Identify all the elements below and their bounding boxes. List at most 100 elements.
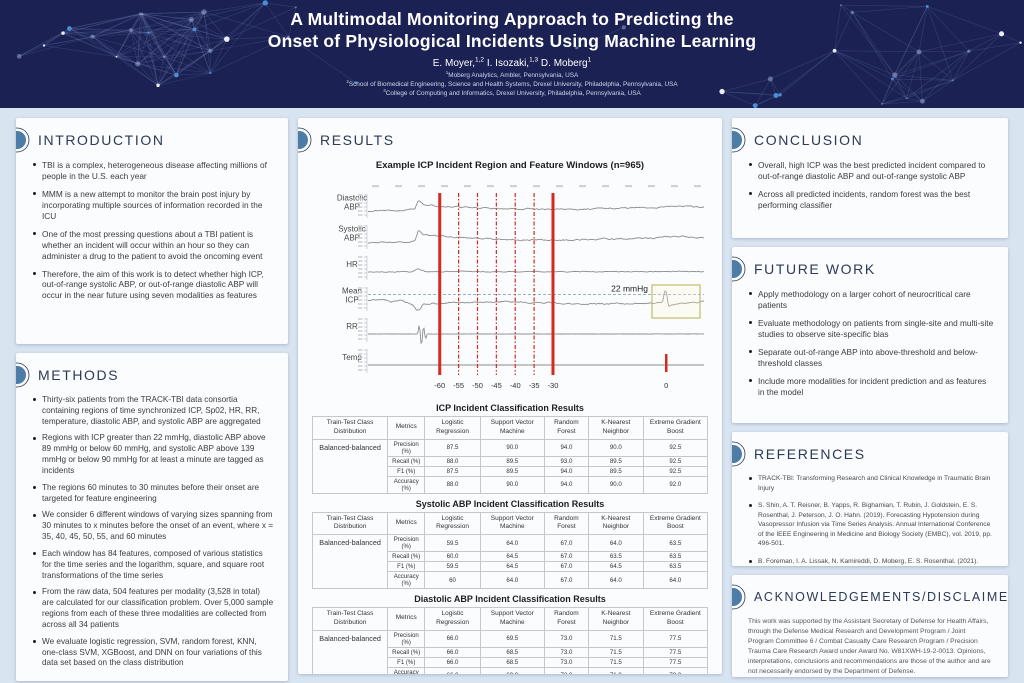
value-cell: 67.0 [543,534,589,553]
results-table-block: Systolic ABP Incident Classification Res… [311,499,709,590]
bullet-item: MMM is a new attempt to monitor the brai… [30,189,274,222]
constellation-node [916,49,922,55]
section-title-methods: METHODS [38,367,120,383]
value-cell: 94.0 [543,438,589,457]
constellation-node [188,16,194,23]
value-cell: 68.5 [479,656,545,668]
constellation-node [224,36,230,42]
methods-header: METHODS [16,361,274,389]
value-cell: 71.5 [587,656,644,668]
value-cell: 87.5 [424,465,481,477]
top-axis-label-blob [464,185,471,188]
bullet-item: The regions 60 minutes to 30 minutes bef… [30,483,274,505]
constellation-node [287,35,290,39]
bullet-item: Evaluate methodology on patients from si… [746,318,994,340]
top-axis-label-blob [441,185,448,188]
value-cell: 64.5 [587,561,644,573]
value-cell: 67.0 [543,571,589,590]
table-column-header: Support Vector Machine [479,607,545,631]
table-title: Diastolic ABP Incident Classification Re… [414,594,606,605]
x-tick-label: -55 [453,381,464,390]
section-bullet-icon [732,255,747,283]
top-axis-label-blob [372,185,379,188]
constellation-background [16,0,1022,108]
value-cell: 73.0 [543,646,589,658]
acknowledgements-header: ACKNOWLEDGEMENTS/DISCLAIMERS [732,583,1008,611]
top-axis-label-blob [648,185,655,188]
value-cell: 94.0 [543,475,589,494]
top-axis-label-blob [395,185,402,188]
section-bullet-icon [298,126,313,154]
section-bullet-icon [732,440,747,468]
constellation-node [135,61,141,67]
poster-body: INTRODUCTION TBI is a complex, heterogen… [0,108,1024,681]
value-cell: 64.0 [479,571,545,590]
metric-cell: F1 (%) [387,656,426,668]
metric-cell: Precision (%) [387,629,426,648]
author-name: D. Moberg1 [540,56,592,69]
incident-highlight-box [651,284,701,319]
constellation-node [575,46,579,50]
metric-cell: Recall (%) [387,646,426,658]
value-cell: 63.5 [642,561,709,573]
table-column-header: K-Nearest Neighbor [587,607,644,631]
value-cell: 90.0 [479,438,545,457]
value-cell: 63.5 [587,551,644,563]
constellation-node [141,12,144,16]
value-cell: 93.0 [543,455,589,467]
constellation-node [719,88,725,95]
value-cell: 64.0 [587,534,644,553]
table-column-header: Support Vector Machine [479,416,545,440]
constellation-node [354,81,357,84]
table-column-header: Metrics [387,607,426,631]
value-cell: 66.0 [424,629,481,648]
constellation-node [90,34,95,39]
section-title-future-work: FUTURE WORK [754,261,876,277]
constellation-node [839,4,842,7]
bullet-item: Separate out-of-range ABP into above-thr… [746,347,994,369]
metric-cell: Recall (%) [387,551,426,563]
signal-trace [368,325,705,345]
results-table-block: Diastolic ABP Incident Classification Re… [311,594,709,674]
table-column-header: Logistic Regression [424,511,481,536]
metric-cell: Recall (%) [387,455,426,467]
introduction-card: INTRODUCTION TBI is a complex, heterogen… [16,118,288,344]
section-bullet-icon [16,126,31,154]
trace-label: Diastolic [337,194,367,203]
constellation-node [201,9,207,15]
bullet-item: Apply methodology on a larger cohort of … [746,289,994,311]
metric-cell: F1 (%) [387,465,426,477]
table-column-header: Logistic Regression [424,607,481,631]
constellation-node [262,0,268,6]
conclusion-card: CONCLUSION Overall, high ICP was the bes… [732,118,1008,238]
results-header: RESULTS [298,126,708,154]
constellation-node [920,98,925,104]
table-title: ICP Incident Classification Results [436,403,584,413]
references-header: REFERENCES [732,440,994,468]
value-cell: 69.5 [479,629,545,648]
value-cell: 64.0 [642,571,709,590]
section-bullet-icon [16,361,31,389]
bullet-item: Include more modalities for incident pre… [746,376,994,398]
value-cell: 77.5 [642,656,709,668]
trace-label: Temp [342,353,362,362]
value-cell: 89.5 [479,465,545,477]
signal-trace [368,200,705,213]
constellation-node [67,26,72,31]
table-column-header: Random Forest [543,511,589,536]
x-tick-label: -35 [529,381,540,390]
constellation-node [778,93,782,97]
affiliation-line: 3College of Computing and Informatics, D… [383,88,641,98]
constellation-node [209,72,212,75]
table-column-header: Train-Test Class Distribution [311,607,389,631]
poster-title: A Multimodal Monitoring Approach to Pred… [0,9,1024,53]
affiliation-line: 2School of Biomedical Engineering, Scien… [346,78,678,89]
value-cell: 90.0 [587,438,644,457]
value-cell: 64.0 [479,534,545,553]
table-column-header: Train-Test Class Distribution [311,416,389,440]
left-column: INTRODUCTION TBI is a complex, heterogen… [16,118,288,681]
